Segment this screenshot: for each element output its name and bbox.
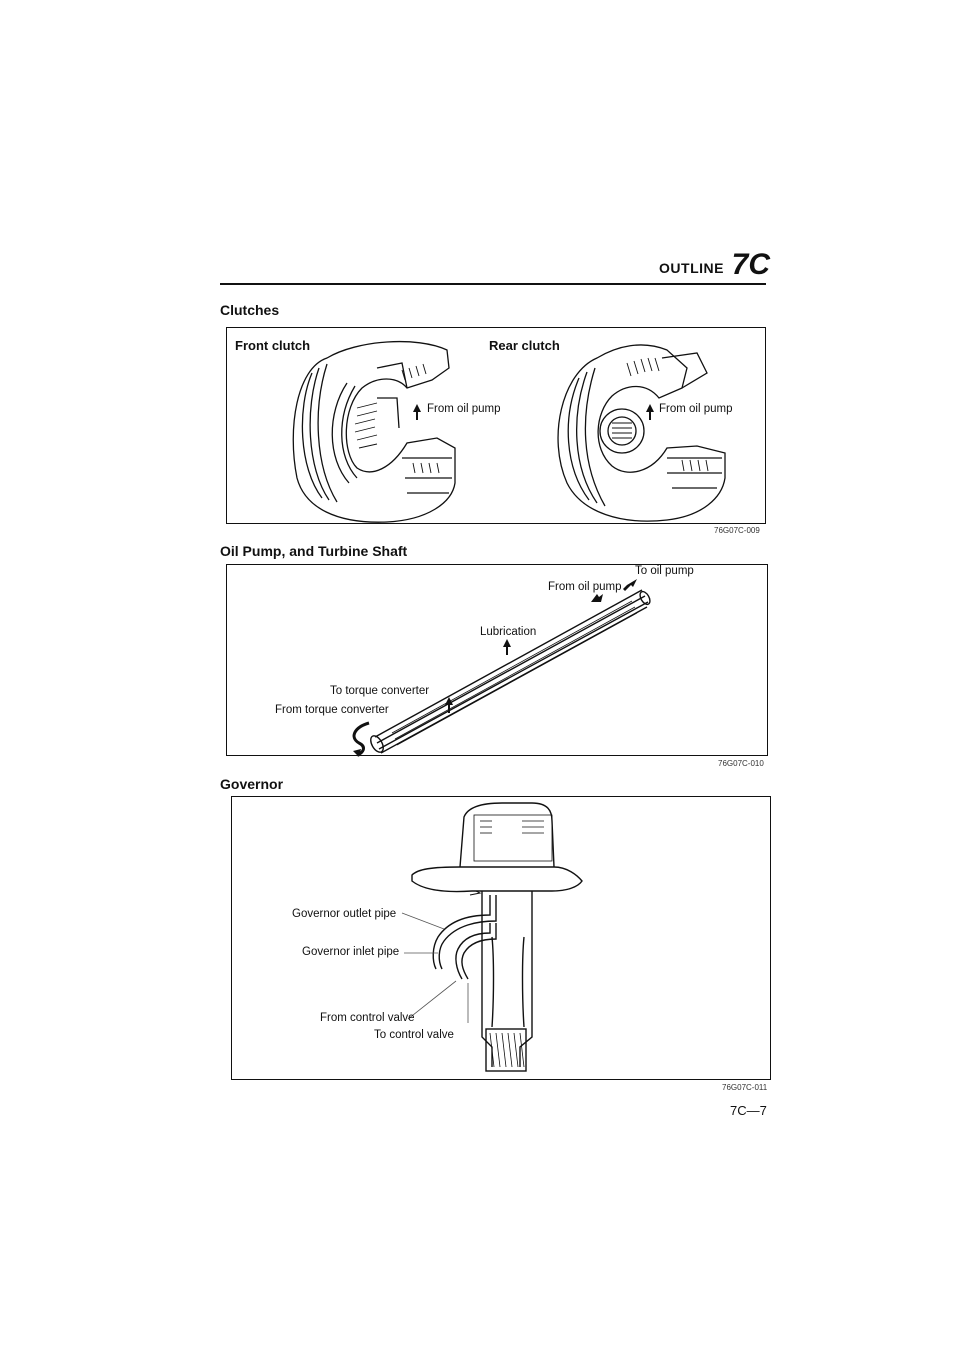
label-front-clutch: Front clutch <box>235 338 311 353</box>
flow-arrow-icon <box>469 890 482 896</box>
header-rule <box>220 283 766 285</box>
label-rear-clutch: Rear clutch <box>489 338 560 353</box>
front-arrow-up-icon <box>413 404 421 420</box>
front-clutch-drawing <box>292 340 456 523</box>
governor-illustration <box>401 802 583 1072</box>
lubrication-arrow-icon <box>503 639 511 655</box>
clutches-figure-code: 76G07C-009 <box>714 526 760 535</box>
page-number: 7C—7 <box>730 1103 767 1118</box>
rear-clutch-drawing <box>557 344 726 522</box>
turbine-shaft-drawing <box>370 589 651 754</box>
governor-title: Governor <box>220 776 284 792</box>
front-clutch-hatching <box>354 363 440 474</box>
clutches-figure: Front clutch Rear clutch From oil pump F… <box>226 327 766 524</box>
label-to-torque-converter: To torque converter <box>330 685 430 697</box>
rear-clutch-hatching <box>612 357 709 472</box>
turbine-shaft-inner-lines <box>391 600 638 746</box>
governor-figure-code: 76G07C-011 <box>722 1083 768 1092</box>
label-rear-from-oil-pump: From oil pump <box>659 403 733 415</box>
label-from-oil-pump: From oil pump <box>548 581 622 593</box>
label-to-oil-pump: To oil pump <box>635 565 694 577</box>
label-front-from-oil-pump: From oil pump <box>427 403 501 415</box>
label-governor-inlet-pipe: Governor inlet pipe <box>302 946 400 958</box>
label-governor-outlet-pipe: Governor outlet pipe <box>292 908 397 920</box>
header-section-number: 7C <box>731 248 770 281</box>
label-to-control-valve: To control valve <box>374 1029 454 1041</box>
label-from-torque-converter: From torque converter <box>275 704 389 716</box>
oil-pump-figure-code: 76G07C-010 <box>718 759 764 768</box>
from-oil-pump-arrow-icon <box>591 594 603 602</box>
header-section-word: OUTLINE <box>659 260 724 276</box>
rear-arrow-up-icon <box>646 404 654 420</box>
label-lubrication: Lubrication <box>480 626 537 638</box>
label-from-control-valve: From control valve <box>320 1012 415 1024</box>
torque-converter-return-arrow-icon <box>352 721 370 757</box>
governor-internal-hatching <box>473 814 553 1068</box>
governor-leader-lines <box>401 912 469 1023</box>
clutches-title: Clutches <box>220 302 280 318</box>
oil-pump-title: Oil Pump, and Turbine Shaft <box>220 543 408 559</box>
turbine-shaft-illustration <box>352 579 651 757</box>
oil-pump-figure: To oil pump From oil pump Lubrication To… <box>226 564 768 757</box>
clutches-illustration <box>292 340 726 523</box>
governor-pipes <box>432 895 497 980</box>
governor-body-drawing <box>411 802 583 1072</box>
to-oil-pump-arrow-icon <box>623 579 637 591</box>
from-torque-converter-arrow-icon <box>445 697 453 713</box>
page-header: OUTLINE 7C <box>612 244 770 284</box>
governor-figure: Governor outlet pipe Governor inlet pipe… <box>231 796 771 1080</box>
